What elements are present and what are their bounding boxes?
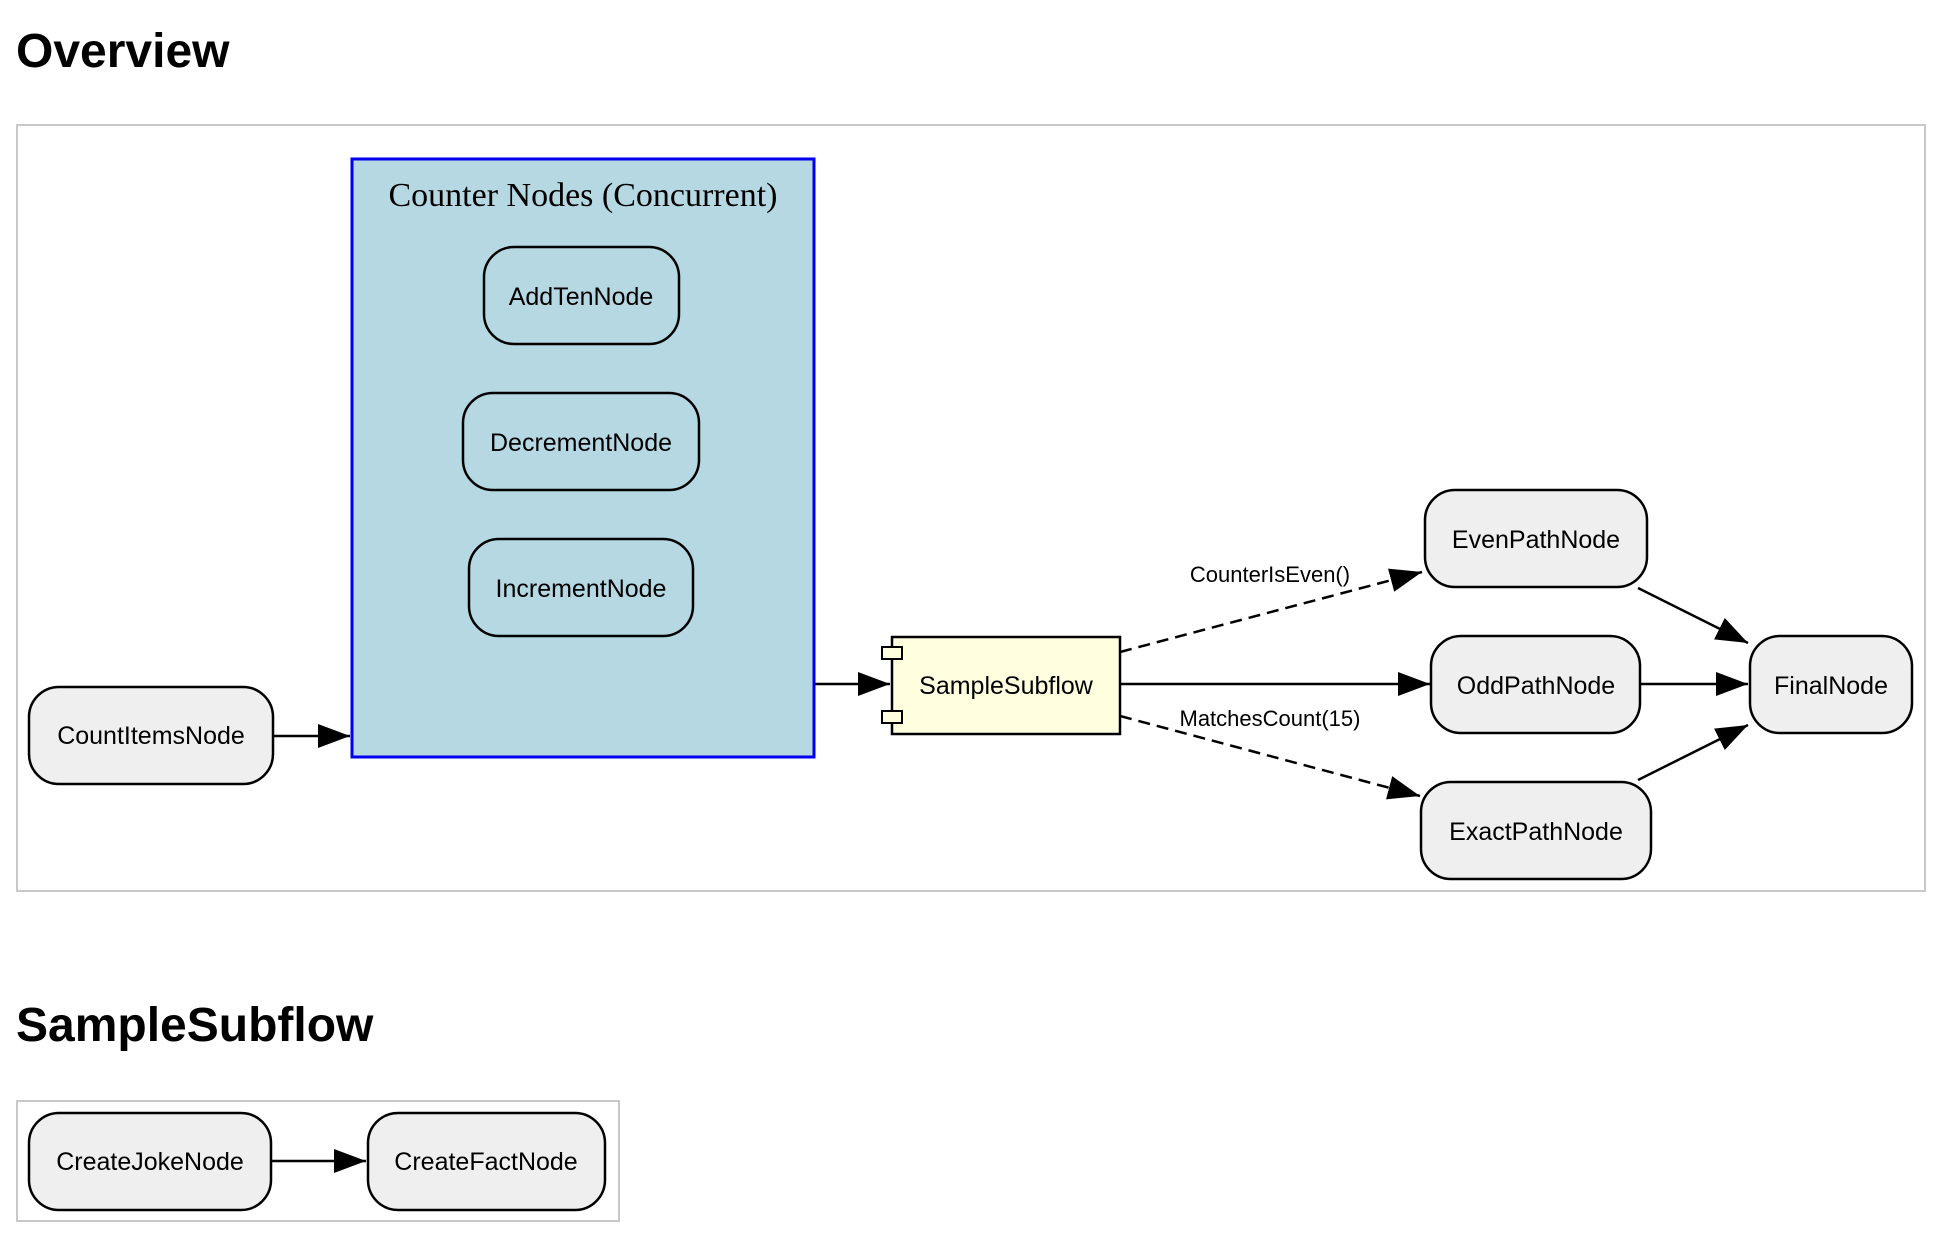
node-label: CreateFactNode xyxy=(394,1148,577,1176)
node-createfact[interactable]: CreateFactNode xyxy=(366,1111,607,1212)
node-label: ExactPathNode xyxy=(1449,818,1623,846)
node-oddpath[interactable]: OddPathNode xyxy=(1429,634,1642,735)
node-label: FinalNode xyxy=(1774,672,1888,700)
node-label: CreateJokeNode xyxy=(56,1148,244,1176)
node-label: SampleSubflow xyxy=(919,672,1094,700)
component-port-icon xyxy=(881,710,903,724)
component-port-icon xyxy=(881,646,903,660)
overview-title: Overview xyxy=(16,25,230,78)
node-label: IncrementNode xyxy=(496,575,667,603)
edge-label-matches-count: MatchesCount(15) xyxy=(1180,706,1361,731)
node-final[interactable]: FinalNode xyxy=(1748,634,1914,735)
subflow-title: SampleSubflow xyxy=(16,999,374,1052)
node-increment[interactable]: IncrementNode xyxy=(467,537,695,638)
node-addten[interactable]: AddTenNode xyxy=(482,245,681,346)
edge-subflow-to-exactpath xyxy=(1119,714,1421,800)
node-countitems[interactable]: CountItemsNode xyxy=(27,685,275,786)
node-createjoke[interactable]: CreateJokeNode xyxy=(27,1111,273,1212)
node-evenpath[interactable]: EvenPathNode xyxy=(1423,488,1649,589)
edges xyxy=(274,568,1749,800)
node-label: EvenPathNode xyxy=(1452,526,1620,554)
node-label: AddTenNode xyxy=(509,283,654,311)
edge-evenpath-to-final xyxy=(1637,586,1749,645)
node-label: DecrementNode xyxy=(490,429,672,457)
node-label: OddPathNode xyxy=(1457,672,1615,700)
edge-subflow-to-evenpath xyxy=(1119,568,1423,654)
node-samplesubflow[interactable]: SampleSubflow xyxy=(881,635,1122,736)
node-decrement[interactable]: DecrementNode xyxy=(461,391,701,492)
node-exactpath[interactable]: ExactPathNode xyxy=(1419,780,1653,881)
edge-label-counter-is-even: CounterIsEven() xyxy=(1190,562,1350,587)
node-label: CountItemsNode xyxy=(57,722,245,750)
edge-exactpath-to-final xyxy=(1637,723,1749,782)
cluster-label: Counter Nodes (Concurrent) xyxy=(388,177,777,214)
